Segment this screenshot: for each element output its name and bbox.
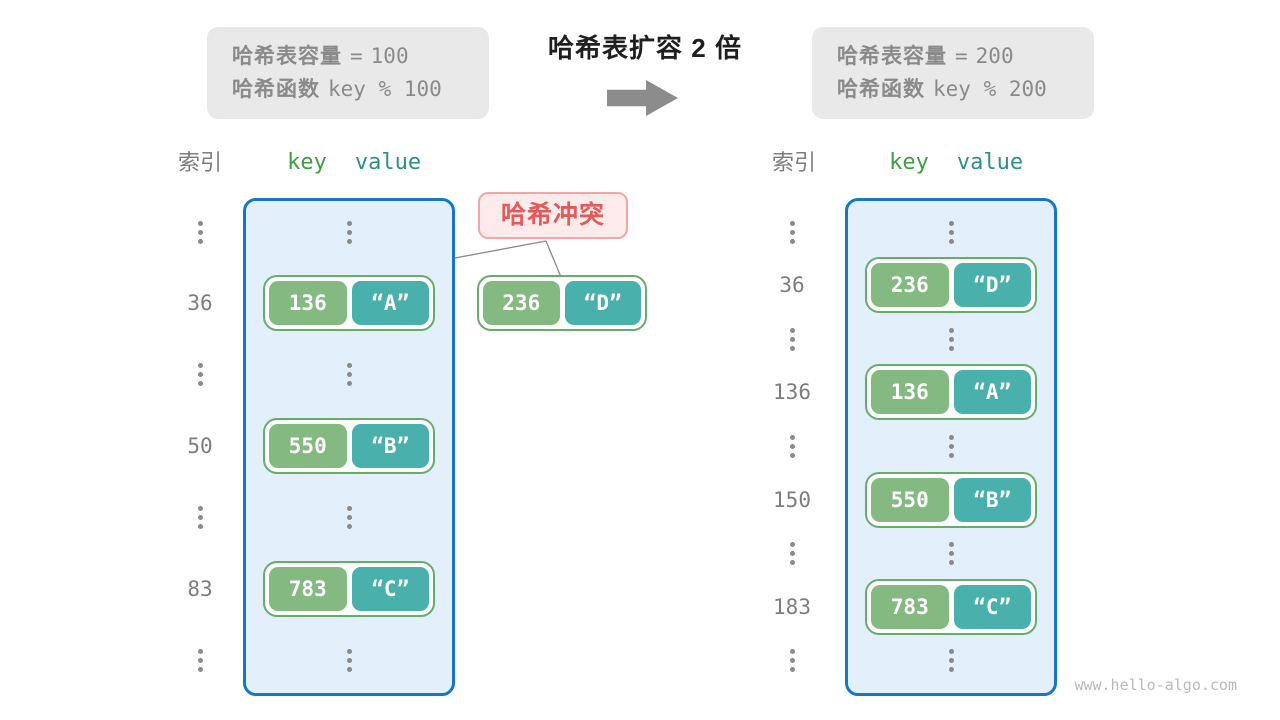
pair-key: 783 — [269, 567, 347, 611]
header-key-after: key — [889, 150, 929, 175]
capacity-value: 100 — [370, 44, 409, 68]
ellipsis-icon — [789, 649, 795, 672]
capacity-eq: = — [350, 44, 363, 68]
pair-136-A: 136 “A” — [865, 364, 1037, 420]
capacity-value: 200 — [975, 44, 1014, 68]
ellipsis-icon — [346, 506, 352, 529]
header-value-after: value — [956, 150, 1024, 175]
watermark: www.hello-algo.com — [1074, 676, 1237, 694]
pair-value: “C” — [953, 585, 1031, 629]
ellipsis-icon — [346, 649, 352, 672]
ellipsis-icon — [789, 221, 795, 244]
index-label: 150 — [773, 488, 811, 512]
ellipsis-icon — [789, 328, 795, 351]
pair-236-D: 236 “D” — [865, 257, 1037, 313]
expand-title: 哈希表扩容 2 倍 — [548, 33, 742, 63]
index-label: 136 — [773, 380, 811, 404]
ellipsis-icon — [948, 435, 954, 458]
info-box-before: 哈希表容量 = 100 哈希函数 key % 100 — [207, 27, 489, 119]
pair-value: “C” — [351, 567, 429, 611]
ellipsis-icon — [197, 363, 203, 386]
ellipsis-icon — [948, 221, 954, 244]
hash-collision-label: 哈希冲突 — [478, 192, 628, 239]
header-key-before: key — [287, 150, 327, 175]
info-box-after: 哈希表容量 = 200 哈希函数 key % 200 — [812, 27, 1094, 119]
ellipsis-icon — [197, 221, 203, 244]
pair-key: 136 — [871, 370, 949, 414]
capacity-line-after: 哈希表容量 = 200 — [837, 40, 1094, 73]
capacity-eq: = — [955, 44, 968, 68]
pair-value: “A” — [953, 370, 1031, 414]
pair-550-B: 550 “B” — [263, 418, 435, 474]
pair-value: “D” — [564, 281, 641, 325]
hash-line-before: 哈希函数 key % 100 — [232, 73, 489, 106]
index-label: 50 — [187, 434, 213, 458]
capacity-label: 哈希表容量 — [837, 45, 947, 68]
index-label: 36 — [187, 291, 213, 315]
pair-key: 550 — [269, 424, 347, 468]
capacity-label: 哈希表容量 — [232, 45, 342, 68]
header-index-before: 索引 — [177, 150, 222, 175]
hash-code: key % 200 — [933, 77, 1047, 101]
header-index-after: 索引 — [771, 150, 816, 175]
ellipsis-icon — [197, 506, 203, 529]
ellipsis-icon — [346, 221, 352, 244]
pair-value: “B” — [953, 478, 1031, 522]
pair-key: 236 — [871, 263, 949, 307]
index-label: 36 — [779, 273, 805, 297]
pair-value: “A” — [351, 281, 429, 325]
pair-783-C: 783 “C” — [865, 579, 1037, 635]
ellipsis-icon — [346, 363, 352, 386]
pair-key: 550 — [871, 478, 949, 522]
pair-783-C: 783 “C” — [263, 561, 435, 617]
index-label: 183 — [773, 595, 811, 619]
hash-label: 哈希函数 — [837, 78, 925, 101]
hash-label: 哈希函数 — [232, 78, 320, 101]
pair-key: 783 — [871, 585, 949, 629]
ellipsis-icon — [948, 542, 954, 565]
pair-550-B: 550 “B” — [865, 472, 1037, 528]
index-label: 83 — [187, 577, 213, 601]
pair-value: “D” — [953, 263, 1031, 307]
pair-236-D: 236 “D” — [477, 275, 647, 331]
hash-code: key % 100 — [328, 77, 442, 101]
pair-key: 136 — [269, 281, 347, 325]
arrow-right-icon — [607, 80, 678, 116]
header-value-before: value — [354, 150, 422, 175]
hash-line-after: 哈希函数 key % 200 — [837, 73, 1094, 106]
capacity-line-before: 哈希表容量 = 100 — [232, 40, 489, 73]
ellipsis-icon — [948, 649, 954, 672]
ellipsis-icon — [789, 542, 795, 565]
ellipsis-icon — [197, 649, 203, 672]
ellipsis-icon — [948, 328, 954, 351]
pair-key: 236 — [483, 281, 560, 325]
pair-136-A: 136 “A” — [263, 275, 435, 331]
pair-value: “B” — [351, 424, 429, 468]
ellipsis-icon — [789, 435, 795, 458]
